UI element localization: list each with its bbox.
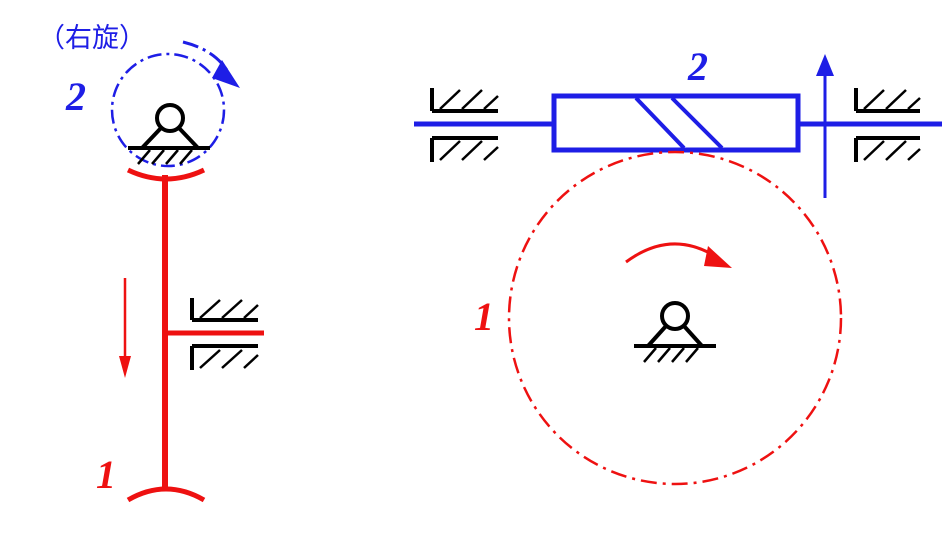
gear-shaft-bearing-left — [190, 298, 259, 370]
gear-rotation-arrow — [625, 242, 719, 264]
worm-axial-arrowhead — [816, 54, 834, 76]
gear-support-symbol-right — [634, 301, 716, 363]
worm-pitch-circle-left — [110, 52, 226, 168]
gear-label-left: 1 — [96, 452, 116, 497]
worm-label-right: 2 — [687, 44, 708, 89]
gear-label-right: 1 — [474, 294, 494, 339]
gear-motion-arrowhead — [119, 356, 131, 378]
left-view: （右旋） 2 — [38, 23, 264, 503]
worm-rotation-arrowhead — [212, 60, 240, 88]
worm-thread-line-2 — [670, 96, 724, 150]
gear-pitch-circle-right — [507, 150, 843, 486]
helix-direction-note: （右旋） — [38, 23, 146, 54]
worm-label-left: 2 — [65, 74, 86, 119]
worm-support-symbol-left — [128, 103, 210, 165]
worm-thread-line-1 — [634, 96, 686, 150]
worm-body — [551, 93, 801, 153]
gear-rotation-arrowhead — [704, 246, 732, 268]
gear-rim-bottom-arc — [126, 486, 206, 503]
worm-bearing-left — [430, 88, 499, 162]
right-view: 2 — [414, 44, 942, 486]
worm-bearing-right — [854, 88, 921, 162]
